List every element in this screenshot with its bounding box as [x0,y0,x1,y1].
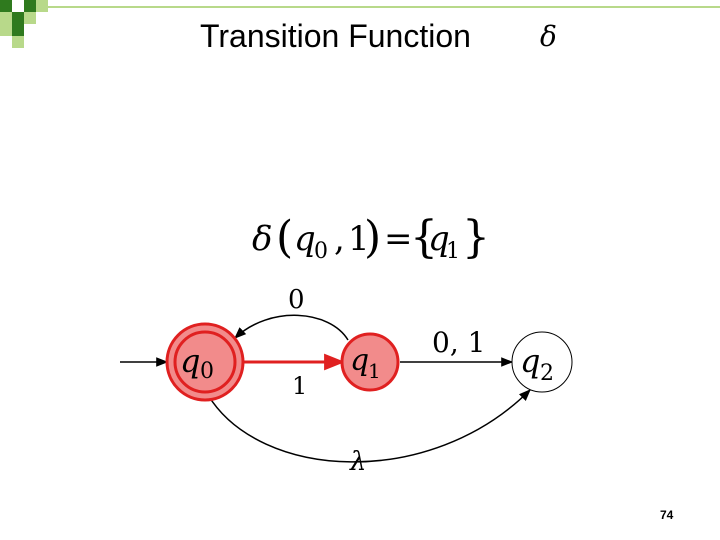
state-q1-sub: 1 [368,359,381,383]
transition-equation: δ ( q 0 , 1 ) = { q 1 } [252,212,490,264]
edge-label-q0-q2: λ [349,447,366,477]
equation-state-sub: 0 [314,239,328,264]
edge-q0-q2 [208,390,530,462]
equation-equals: = [384,219,413,259]
state-q2: q 2 [512,332,572,392]
state-q2-name: q [520,342,540,380]
equation-delta: δ [252,219,272,259]
state-q2-sub: 2 [540,361,554,386]
equation-comma: , [334,219,345,259]
edge-label-q1-q2: 0, 1 [432,326,485,359]
equation-lparen: ( [276,212,293,263]
state-q0: q 0 [167,324,243,400]
state-q1: q 1 [342,334,398,390]
page-number: 74 [660,508,673,522]
edge-label-q0-q1: 1 [292,372,307,400]
equation-rparen: ) [364,212,381,263]
state-q0-name: q [180,342,200,380]
state-q0-sub: 0 [200,359,214,384]
equation-rbrace: } [462,212,490,263]
equation-state: q [294,219,316,259]
equation-result-sub: 1 [446,239,460,264]
state-q1-name: q [350,343,369,378]
edge-label-q1-q0: 0 [288,285,305,315]
edge-q1-q0 [235,315,348,340]
